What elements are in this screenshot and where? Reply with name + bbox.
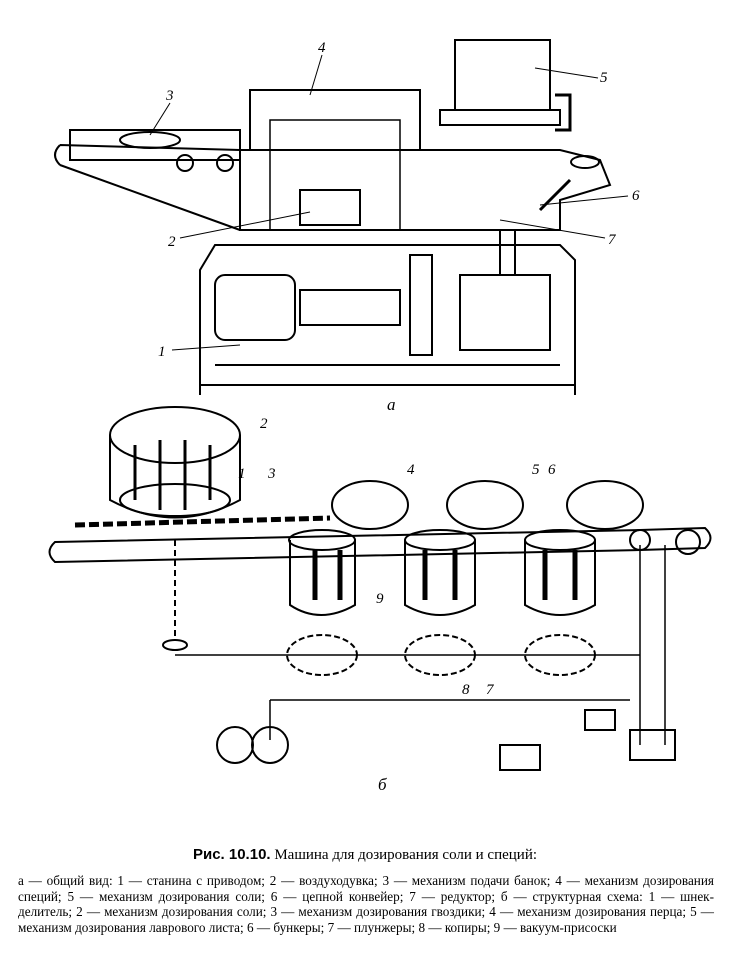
- callout-b-4: 4: [407, 462, 415, 478]
- reducer: [459, 274, 551, 351]
- belt-conveyor: [48, 526, 712, 564]
- machine-diagram: 3 4 5 6 7 2 1 а: [48, 39, 712, 794]
- drive-unit: [499, 744, 541, 771]
- hopper-1: [331, 480, 409, 530]
- callout-b-8: 8: [462, 682, 470, 698]
- callout-a-2: 2: [168, 234, 176, 250]
- callouts-a: 3 4 5 6 7 2 1: [149, 40, 640, 360]
- hopper-3: [566, 480, 644, 530]
- callout-a-7: 7: [608, 232, 617, 248]
- cylinder-cloves: [289, 540, 356, 616]
- callout-a-3: 3: [165, 88, 174, 104]
- upper-housing: [239, 149, 612, 231]
- infeed-conveyor: [54, 144, 241, 231]
- view-a-general: [54, 39, 612, 395]
- subfigure-label-b: б: [378, 775, 387, 794]
- motor: [214, 274, 296, 341]
- figure-legend: а — общий вид: 1 — станина с приводом; 2…: [18, 873, 714, 935]
- subfigure-label-a: а: [387, 395, 396, 414]
- cylinder-pepper: [404, 540, 476, 616]
- salt-hopper: [454, 39, 551, 111]
- figure-title: Машина для дозирования соли и специй:: [274, 847, 538, 863]
- callout-b-9: 9: [376, 591, 384, 607]
- spice-dosing-block: [249, 89, 421, 151]
- callout-a-4: 4: [318, 40, 326, 56]
- hopper-2: [446, 480, 524, 530]
- can-feed-mechanism: [69, 129, 241, 161]
- view-b-structural: [48, 406, 712, 771]
- salt-dosing-drum: [109, 406, 241, 464]
- callout-a-6: 6: [632, 188, 640, 204]
- screw-divider: [74, 515, 331, 528]
- callout-b-5: 5: [532, 462, 540, 478]
- callout-a-1: 1: [158, 344, 166, 360]
- figure-caption: Рис. 10.10. Машина для дозирования соли …: [0, 846, 730, 864]
- callout-a-5: 5: [600, 70, 608, 86]
- callouts-b: 2 1 3 4 5 6 9 8 7: [238, 416, 556, 698]
- motor-b: [629, 729, 676, 761]
- cylinder-bayleaf: [524, 540, 596, 616]
- callout-b-2: 2: [260, 416, 268, 432]
- callout-b-7: 7: [486, 682, 495, 698]
- callout-b-3: 3: [267, 466, 276, 482]
- figure-number: Рис. 10.10.: [192, 846, 271, 863]
- callout-b-6: 6: [548, 462, 556, 478]
- callout-b-1: 1: [238, 466, 246, 482]
